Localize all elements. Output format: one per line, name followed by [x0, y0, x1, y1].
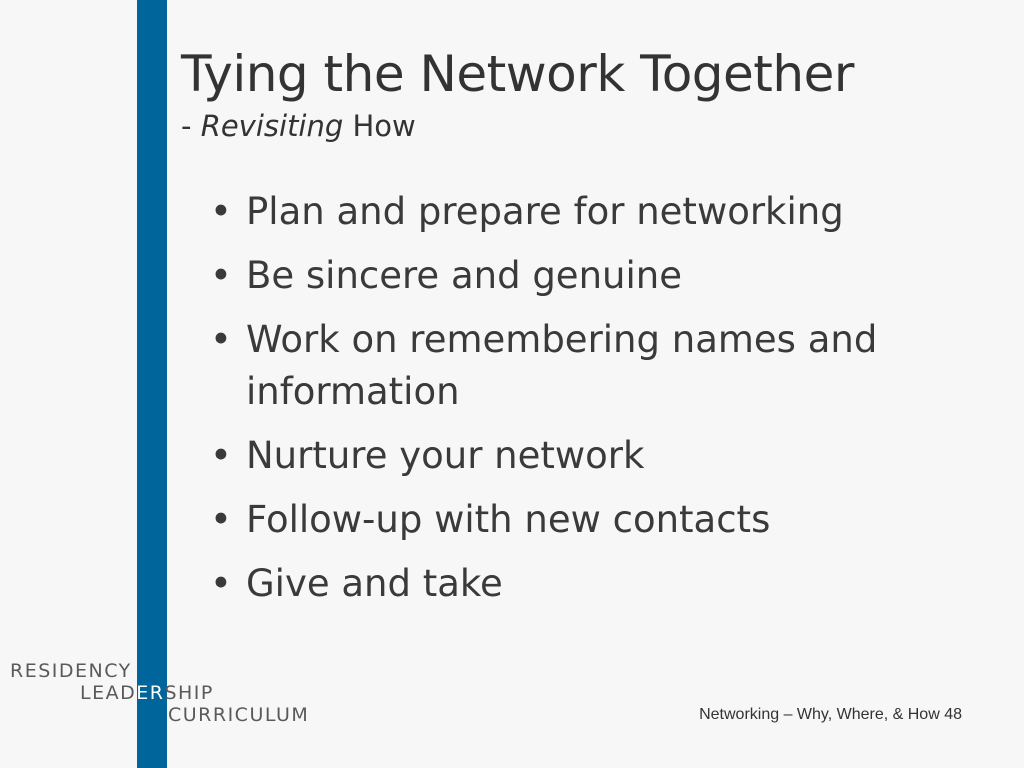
slide-footer: Networking – Why, Where, & How 48: [699, 706, 962, 723]
bullet-item: • Follow-up with new contacts: [210, 494, 930, 546]
bullet-item: • Work on remembering names and informati…: [210, 314, 930, 418]
subtitle-suffix: How: [343, 109, 416, 143]
bullet-item: • Give and take: [210, 558, 930, 610]
bullet-item: • Be sincere and genuine: [210, 250, 930, 302]
bullet-icon: •: [210, 318, 232, 361]
subtitle-prefix: -: [181, 109, 201, 143]
logo-text-lead: LEAD: [80, 682, 137, 704]
bullet-icon: •: [210, 254, 232, 297]
bullet-icon: •: [210, 190, 232, 233]
logo-line-residency: RESIDENCY: [10, 660, 132, 682]
logo-line-curriculum: CURRICULUM: [168, 704, 310, 726]
slide-title: Tying the Network Together: [181, 45, 854, 103]
bullet-icon: •: [210, 498, 232, 541]
bullet-text: Follow-up with new contacts: [246, 498, 771, 541]
bullet-text: Plan and prepare for networking: [246, 190, 844, 233]
slide-subtitle: - Revisiting How: [181, 106, 1001, 146]
bullet-item: • Plan and prepare for networking: [210, 186, 930, 238]
subtitle-italic: Revisiting: [200, 109, 344, 143]
bullet-text: Be sincere and genuine: [246, 254, 682, 297]
bullet-icon: •: [210, 434, 232, 477]
title-block: Tying the Network Together - Revisiting …: [181, 42, 1001, 146]
bullet-text: Give and take: [246, 562, 503, 605]
bullet-text: Nurture your network: [246, 434, 645, 477]
logo-line-leadership: LEADERSHIP: [80, 682, 214, 704]
logo-text-er: ER: [136, 682, 165, 704]
bullet-text: Work on remembering names and informatio…: [246, 318, 878, 413]
bullet-icon: •: [210, 562, 232, 605]
logo-text-ship: SHIP: [164, 682, 214, 704]
bullet-item: • Nurture your network: [210, 430, 930, 482]
accent-bar: [137, 0, 167, 768]
bullet-list: • Plan and prepare for networking • Be sin…: [210, 186, 930, 622]
